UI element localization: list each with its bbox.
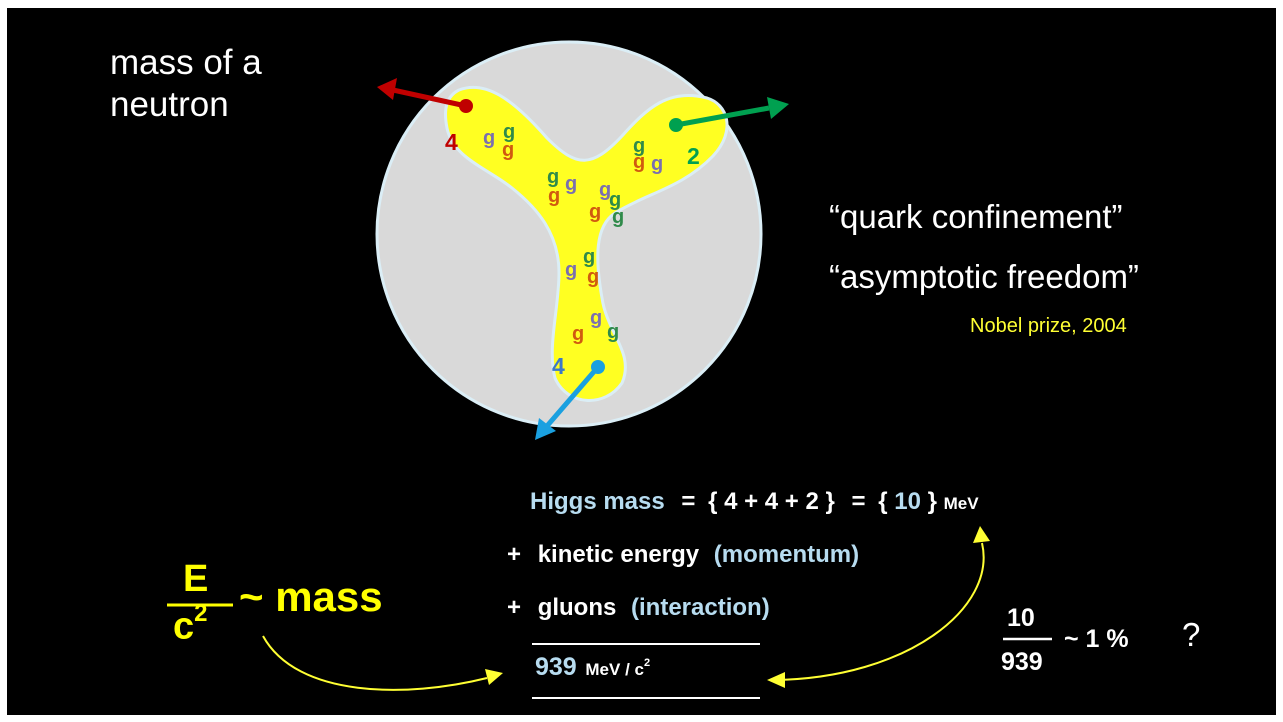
red-arrowhead-icon [377,78,397,100]
result-value: 939 [535,653,577,681]
quark-label-blue: 4 [552,353,565,379]
slide: g g g g g g g g g g g g g g g g g g g 4 [7,8,1276,715]
gluon-g: g [651,153,663,175]
momentum-label: (momentum) [713,541,860,568]
kinetic-energy-label: kinetic energy [537,541,700,568]
higgs-mass-line: Higgs mass = { 4 + 4 + 2 } = { 10 } MeV [530,488,979,516]
brace-open: { [878,488,888,515]
gluons-line: + gluons (interaction) [507,594,770,622]
neutron-diagram: g g g g g g g g g g g g g g g g g g g 4 [167,40,1052,699]
gluon-g: g [572,323,584,345]
question-mark: ? [1182,616,1201,653]
energy-denominator-base: c [173,605,195,648]
gluon-g: g [548,185,560,207]
result-unit-exp: 2 [643,657,651,669]
gluon-g: g [565,173,577,195]
approx-mass: ~ mass [239,573,383,620]
result-line: 939 MeV / c2 [535,653,650,682]
blue-arrowhead-icon [535,418,556,440]
blue-quark-arrow [545,365,600,428]
gluon-g: g [607,321,619,343]
energy-denominator-exp: 2 [194,600,208,627]
ratio-approx: ~ 1 % [1064,625,1129,653]
flux-tube [444,85,729,402]
higgs-total: 10 [894,488,921,515]
interaction-label: (interaction) [631,594,770,621]
plus-sign: + [507,594,522,621]
quark-confinement-quote: “quark confinement” [829,198,1123,235]
gluon-g: g [633,151,645,173]
quark-label-red: 4 [445,129,458,155]
ratio-denominator: 939 [1001,648,1043,676]
gluon-g: g [565,259,577,281]
ratio-numerator: 10 [1007,604,1035,632]
gluon-g: g [502,139,514,161]
result-unit: MeV / c [585,660,644,679]
equals-sign: = [681,488,696,515]
green-quark-arrow [675,105,770,128]
gluon-g: g [609,189,621,211]
curved-arrow-result-to-10 [774,542,985,681]
equals-sign: = [851,488,866,515]
curved-arrow-head-icon [485,669,503,685]
gluon-g: g [612,206,624,228]
higgs-mass-label: Higgs mass [530,488,665,515]
gluon-g: g [589,201,601,223]
curved-arrow-E-to-result [262,635,488,691]
higgs-sum: { 4 + 4 + 2 } [708,488,835,515]
gluon-g: g [483,127,495,149]
gluon-g: g [583,246,595,268]
brace-close: } [927,488,937,515]
gluon-g: g [587,266,599,288]
energy-denominator: c2 [173,600,208,649]
green-quark [669,118,683,132]
energy-numerator: E [183,558,209,600]
gluon-g: g [599,179,611,201]
red-quark-arrow [392,87,467,109]
curved-arrow-head-icon [767,672,785,688]
gluon-g: g [503,121,515,143]
gluons-label: gluons [537,594,617,621]
blue-quark [591,360,605,374]
red-quark [459,99,473,113]
slide-title: mass of a neutron [110,43,262,124]
asymptotic-freedom-quote: “asymptotic freedom” [829,258,1139,295]
plus-sign: + [507,541,522,568]
gluon-g: g [590,307,602,329]
gluon-g: g [633,135,645,157]
gluon-cluster: g g g g g g g g g g g g g g g g g g g [483,121,663,345]
nobel-prize-note: Nobel prize, 2004 [970,315,1127,337]
quark-label-green: 2 [687,143,700,169]
green-arrowhead-icon [767,97,789,119]
kinetic-energy-line: + kinetic energy (momentum) [507,541,859,569]
gluon-g: g [547,166,559,188]
unit-mev: MeV [943,494,979,513]
curved-arrow-head-icon [973,526,990,543]
